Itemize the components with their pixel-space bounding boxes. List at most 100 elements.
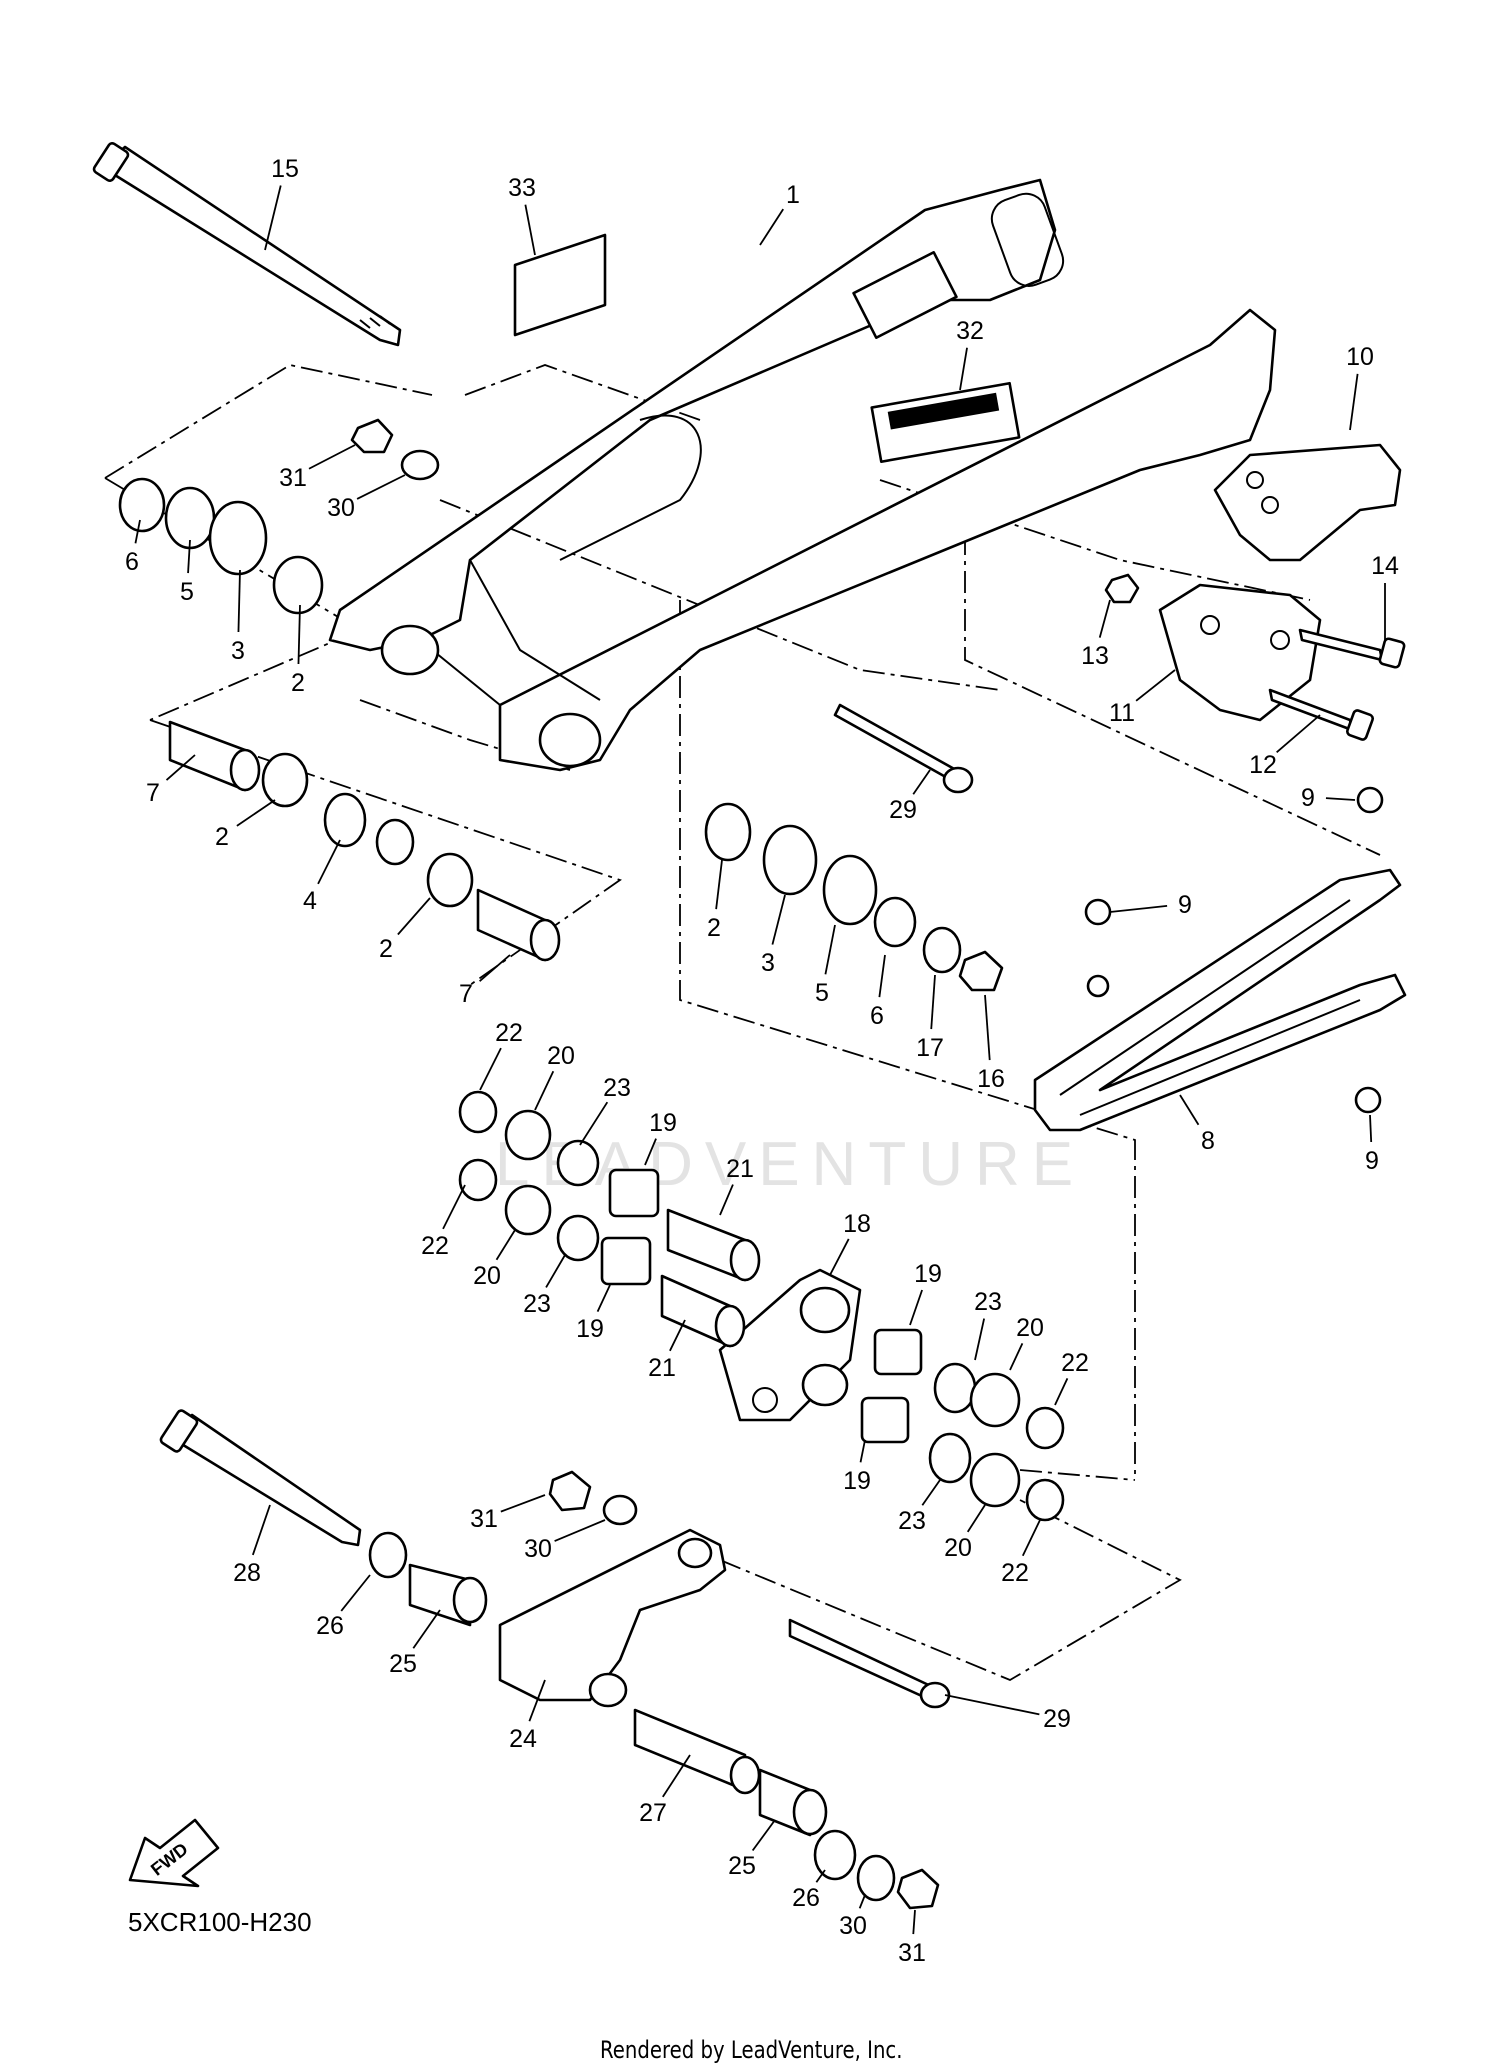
callout-13: 13 (1081, 642, 1109, 670)
diagram-code: 5XCR100-H230 (128, 1907, 312, 1937)
callout-29: 29 (889, 796, 917, 824)
leader-line-23 (545, 1254, 566, 1288)
lower-linkage-parts (159, 1409, 951, 1910)
leader-line-5 (824, 924, 836, 975)
leader-line-30 (554, 1519, 606, 1542)
leader-line-25 (751, 1819, 776, 1852)
leader-line-17 (930, 974, 936, 1030)
callout-5: 5 (815, 979, 829, 1007)
leader-line-19 (909, 1289, 923, 1326)
leader-line-22 (1021, 1519, 1041, 1557)
callout-4: 4 (303, 887, 317, 915)
callout-9: 9 (1301, 784, 1315, 812)
callout-2: 2 (707, 914, 721, 942)
callout-30: 30 (839, 1912, 867, 1940)
callout-23: 23 (974, 1288, 1002, 1316)
leader-line-9 (1109, 905, 1168, 913)
callout-7: 7 (146, 779, 160, 807)
leader-line-20 (495, 1229, 516, 1261)
leader-line-13 (1098, 599, 1111, 638)
callout-22: 22 (1061, 1349, 1089, 1377)
leader-line-9 (1369, 1114, 1373, 1143)
callout-6: 6 (870, 1002, 884, 1030)
bolts-12-14 (1268, 628, 1406, 741)
leader-line-31 (308, 444, 356, 470)
callout-22: 22 (495, 1019, 523, 1047)
callout-25: 25 (389, 1650, 417, 1678)
leader-line-23 (579, 1101, 609, 1146)
callout-18: 18 (843, 1210, 871, 1238)
callout-31: 31 (898, 1939, 926, 1967)
leader-lines (134, 185, 1386, 1935)
leader-line-22 (479, 1047, 502, 1091)
callout-20: 20 (547, 1042, 575, 1070)
leader-line-29 (944, 1694, 1040, 1716)
callout-29: 29 (1043, 1705, 1071, 1733)
callout-8: 8 (1201, 1127, 1215, 1155)
leader-line-16 (984, 994, 991, 1061)
leader-line-21 (669, 1319, 686, 1352)
leader-line-22 (442, 1184, 466, 1230)
callout-32: 32 (956, 317, 984, 345)
leader-line-5 (187, 539, 191, 574)
leader-line-23 (921, 1479, 941, 1506)
forward-arrow-icon: FWD (128, 1818, 220, 1888)
callout-31: 31 (470, 1505, 498, 1533)
leader-line-1 (759, 208, 784, 246)
callout-1: 1 (786, 181, 800, 209)
callout-5: 5 (180, 578, 194, 606)
callout-19: 19 (843, 1467, 871, 1495)
callout-2: 2 (379, 935, 393, 963)
chain-slider (1033, 868, 1407, 1132)
leader-line-2 (397, 897, 431, 936)
leader-line-20 (534, 1070, 555, 1111)
callout-23: 23 (898, 1507, 926, 1535)
leader-line-32 (959, 347, 968, 391)
callout-26: 26 (792, 1884, 820, 1912)
callout-19: 19 (914, 1260, 942, 1288)
callout-11: 11 (1109, 699, 1135, 727)
screws-9 (1084, 786, 1384, 1114)
leader-line-3 (771, 894, 786, 945)
callout-21: 21 (648, 1354, 676, 1382)
callout-33: 33 (508, 174, 536, 202)
callout-2: 2 (215, 823, 229, 851)
nut-13 (1104, 573, 1140, 604)
callout-27: 27 (639, 1799, 667, 1827)
callout-15: 15 (271, 155, 299, 183)
callout-28: 28 (233, 1559, 261, 1587)
swingarm (328, 178, 1277, 772)
callout-6: 6 (125, 548, 139, 576)
callout-26: 26 (316, 1612, 344, 1640)
leader-line-7 (165, 754, 196, 781)
assembly-lines (104, 364, 1381, 1682)
callout-10: 10 (1346, 343, 1374, 371)
leader-line-21 (719, 1184, 734, 1216)
callout-14: 14 (1371, 552, 1399, 580)
callout-21: 21 (726, 1155, 754, 1183)
pivot-shaft (92, 141, 402, 347)
leader-line-30 (356, 474, 406, 500)
leader-line-10 (1349, 373, 1359, 431)
callout-19: 19 (649, 1109, 677, 1137)
callout-22: 22 (421, 1232, 449, 1260)
leader-line-2 (236, 799, 276, 827)
leader-line-3 (237, 569, 241, 633)
chain-guide-bracket (1158, 583, 1322, 722)
callout-30: 30 (327, 494, 355, 522)
callout-16: 16 (977, 1065, 1005, 1093)
leader-line-33 (524, 204, 536, 256)
leader-line-22 (1054, 1377, 1069, 1406)
leader-line-9 (1325, 797, 1356, 801)
chain-guide (1213, 443, 1402, 562)
leader-line-25 (412, 1609, 441, 1649)
callout-20: 20 (473, 1262, 501, 1290)
leader-line-27 (662, 1754, 691, 1798)
leader-line-19 (596, 1284, 611, 1313)
leader-line-6 (134, 519, 141, 544)
leader-line-20 (1009, 1342, 1024, 1371)
callout-31: 31 (279, 464, 307, 492)
leader-line-28 (251, 1504, 271, 1556)
